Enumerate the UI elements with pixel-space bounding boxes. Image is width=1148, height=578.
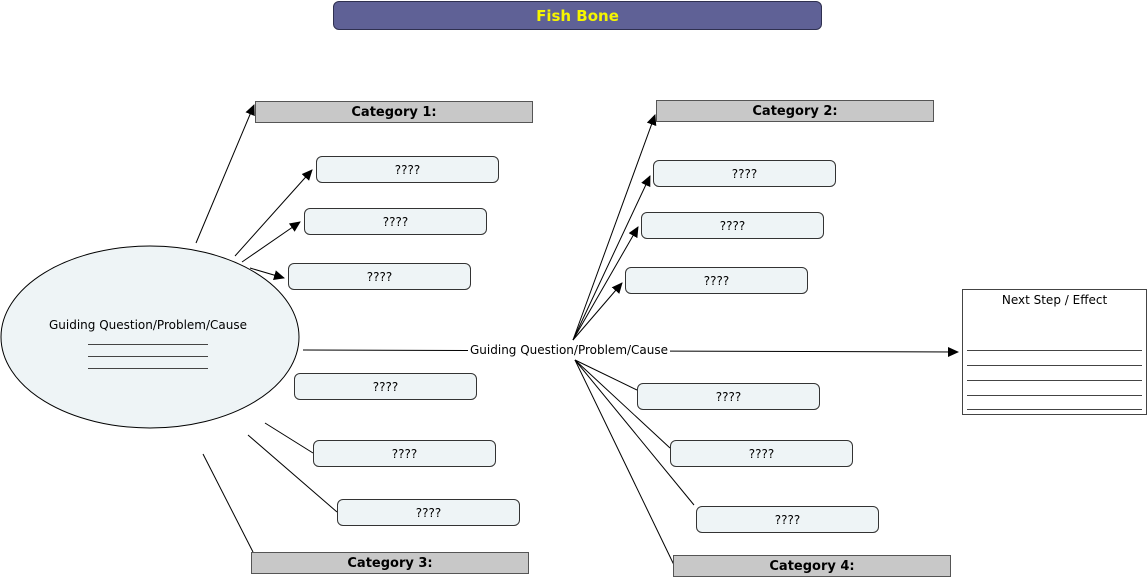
cause-box-1[interactable]: ???? — [316, 156, 499, 183]
category-3-label[interactable]: Category 3: — [251, 552, 529, 574]
next-step-blank-line[interactable] — [967, 365, 1142, 366]
cause-box-10[interactable]: ???? — [637, 383, 820, 410]
arrow-to-box-7 — [572, 175, 651, 341]
ellipse-label: Guiding Question/Problem/Cause — [48, 318, 248, 332]
next-step-blank-line[interactable] — [967, 350, 1142, 351]
next-step-blank-line[interactable] — [967, 380, 1142, 381]
arrow-to-category-2 — [572, 114, 657, 341]
ellipse-blank-line[interactable] — [88, 356, 208, 357]
next-step-blank-line[interactable] — [967, 395, 1142, 396]
spine-label: Guiding Question/Problem/Cause — [468, 343, 671, 357]
line-to-box-10 — [574, 359, 638, 391]
ellipse-blank-line[interactable] — [88, 344, 208, 345]
cause-box-8[interactable]: ???? — [641, 212, 824, 239]
cause-box-5[interactable]: ???? — [313, 440, 496, 467]
next-step-title: Next Step / Effect — [1001, 293, 1108, 307]
category-1-label[interactable]: Category 1: — [255, 101, 533, 123]
cause-box-3[interactable]: ???? — [288, 263, 471, 290]
arrow-to-box-1 — [234, 169, 313, 257]
category-2-label[interactable]: Category 2: — [656, 100, 934, 122]
arrow-to-box-8 — [572, 226, 639, 341]
ellipse-blank-line[interactable] — [88, 368, 208, 369]
arrow-to-category-1 — [195, 104, 255, 244]
ellipse-content: Guiding Question/Problem/Cause — [30, 318, 266, 369]
category-4-label[interactable]: Category 4: — [673, 555, 951, 577]
cause-ellipse — [0, 245, 300, 429]
arrow-to-box-3 — [249, 267, 285, 280]
line-to-box-6 — [247, 434, 338, 513]
line-to-box-5 — [264, 422, 314, 454]
cause-box-9[interactable]: ???? — [625, 267, 808, 294]
next-step-box[interactable]: Next Step / Effect — [962, 289, 1147, 415]
cause-box-11[interactable]: ???? — [670, 440, 853, 467]
arrow-to-box-2 — [241, 221, 301, 263]
cause-box-6[interactable]: ???? — [337, 499, 520, 526]
next-step-blank-line[interactable] — [967, 409, 1142, 410]
diagram-title: Fish Bone — [333, 1, 822, 30]
line-to-box-12 — [574, 359, 695, 506]
line-to-category-3 — [202, 453, 254, 553]
line-to-box-11 — [574, 359, 671, 449]
cause-box-7[interactable]: ???? — [653, 160, 836, 187]
cause-box-4[interactable]: ???? — [294, 373, 477, 400]
cause-box-2[interactable]: ???? — [304, 208, 487, 235]
arrow-to-box-9 — [572, 282, 623, 341]
cause-box-12[interactable]: ???? — [696, 506, 879, 533]
line-to-category-4 — [574, 359, 675, 566]
